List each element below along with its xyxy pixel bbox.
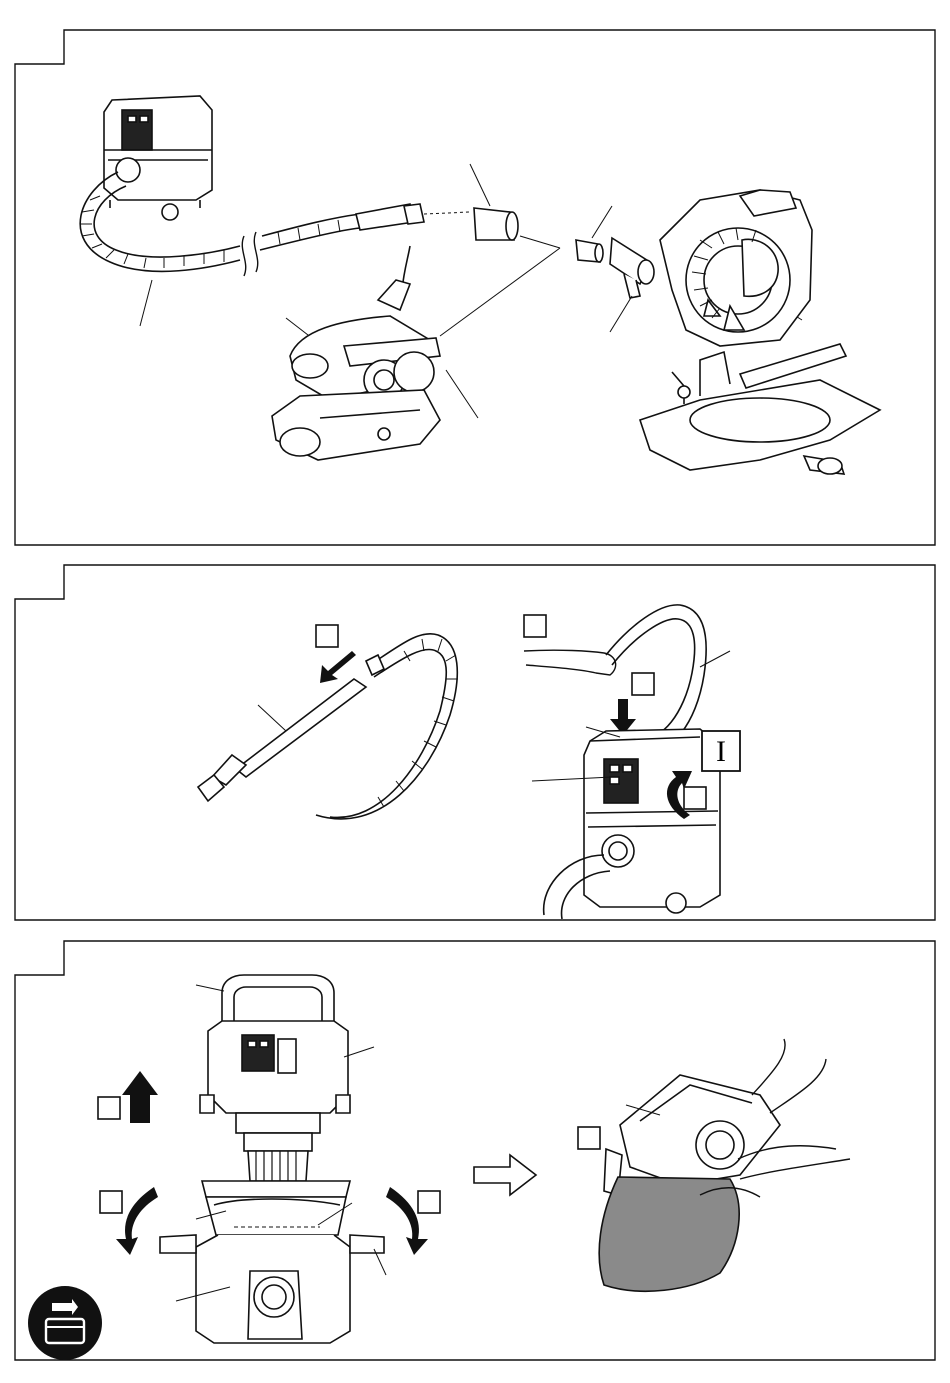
outline-arrow-right-icon [474,1155,536,1195]
adapter-large [474,208,518,240]
dust-nozzle [610,238,654,298]
figure-panel-1 [0,0,950,550]
step-marker-g [418,1191,440,1213]
panel-3-drawing [0,935,950,1383]
step-marker-h [578,1127,600,1149]
push-arrow-icon [320,651,356,683]
press-down-arrow-icon [610,699,636,735]
vacuum-cleaner-panel-2 [584,729,720,913]
step-marker-c [632,673,654,695]
figure-panel-3 [0,935,950,1383]
adapter-small [576,240,603,262]
hose-ribs [80,196,340,268]
vacuum-cleaner-small [104,96,212,220]
dust-bag [599,1177,739,1291]
dust-tank [160,1181,384,1343]
dust-bag-replace-icon [28,1286,102,1360]
figure-panel-2: I [0,555,950,930]
lift-up-arrow-icon [122,1071,158,1123]
switch-position-label: I [716,735,726,768]
belt-sander [272,246,440,460]
extension-wand [198,679,366,801]
panel-2-drawing: I [0,555,950,930]
step-marker-f [100,1191,122,1213]
step-marker-a [316,625,338,647]
step-marker-e [98,1097,120,1119]
step-marker-b [524,615,546,637]
step-marker-d [684,787,706,809]
panel-1-drawing [0,0,950,550]
miter-saw [640,190,880,474]
motor-head [200,975,350,1181]
hose-panel-2 [316,634,457,819]
hand-icon [524,650,616,675]
